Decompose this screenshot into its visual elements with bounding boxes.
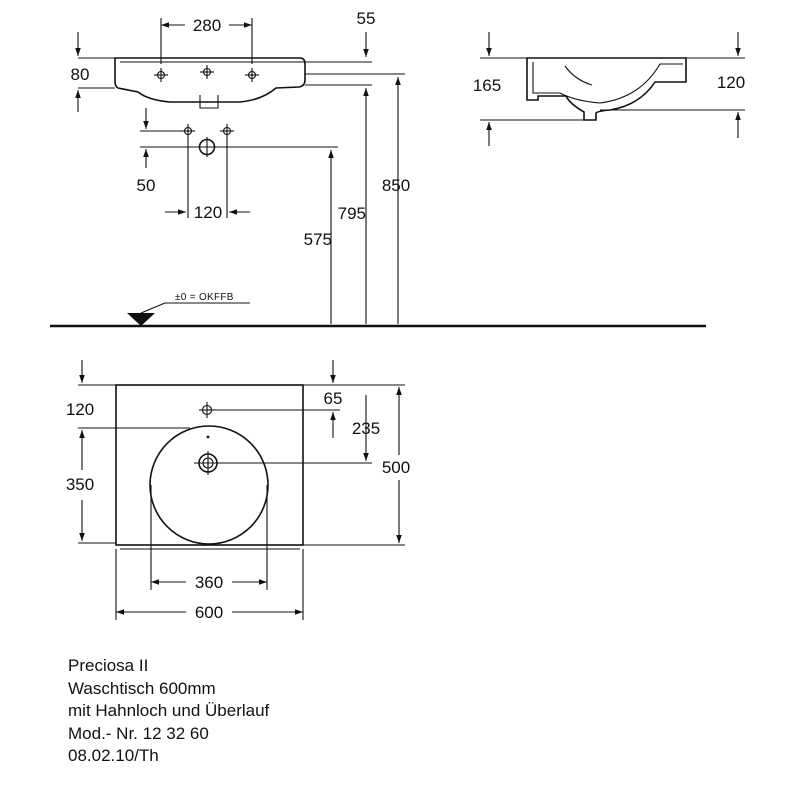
dim-taphole-side-offset: 65 bbox=[215, 360, 342, 438]
dim-label-795: 795 bbox=[338, 204, 366, 223]
dim-drain-offset: 50 bbox=[137, 108, 198, 195]
caption-product-name: Preciosa II bbox=[68, 656, 149, 675]
dim-label-120-plan: 120 bbox=[66, 400, 94, 419]
front-elevation-view: 280 55 80 50 120 bbox=[71, 9, 410, 324]
dim-label-500: 500 bbox=[382, 458, 410, 477]
dim-label-50: 50 bbox=[137, 176, 156, 195]
dim-label-235: 235 bbox=[352, 419, 380, 438]
dim-label-120-side: 120 bbox=[717, 73, 745, 92]
dim-bowl-width: 360 bbox=[150, 485, 268, 592]
caption-features: mit Hahnloch und Überlauf bbox=[68, 701, 270, 720]
dim-top-edge-taphole: 120 bbox=[66, 360, 190, 429]
dim-label-165: 165 bbox=[473, 76, 501, 95]
caption-product-type: Waschtisch 600mm bbox=[68, 678, 216, 698]
dim-rim-height: 850 bbox=[305, 73, 410, 324]
dim-total-depth: 500 bbox=[303, 384, 410, 546]
supply-connections bbox=[181, 124, 234, 157]
drain-plan bbox=[194, 451, 222, 475]
dim-basin-height: 80 bbox=[71, 32, 115, 112]
floor-reference-label: ±0 = OKFFB bbox=[175, 292, 234, 303]
dim-label-280: 280 bbox=[193, 16, 221, 35]
caption-date: 08.02.10/Th bbox=[68, 746, 159, 765]
basin-side-outline bbox=[526, 57, 687, 121]
product-caption: Preciosa II Waschtisch 600mm mit Hahnloc… bbox=[68, 655, 269, 768]
dim-taphole-to-drain: 235 bbox=[222, 395, 380, 464]
dim-trap-height: 575 bbox=[216, 146, 338, 324]
basin-side-inner bbox=[532, 62, 683, 104]
dim-label-575: 575 bbox=[304, 230, 332, 249]
dim-overflow-offset: 55 bbox=[300, 9, 376, 63]
dim-label-350: 350 bbox=[66, 475, 94, 494]
dim-label-360: 360 bbox=[195, 573, 223, 592]
dim-label-80: 80 bbox=[71, 65, 90, 84]
dim-total-width: 600 bbox=[115, 549, 304, 622]
floor-level-marker bbox=[127, 313, 155, 326]
dim-trap-spacing: 120 bbox=[165, 138, 250, 222]
basin-top-outline bbox=[115, 384, 304, 546]
basin-side-curve bbox=[564, 65, 593, 86]
caption-model-number: Mod.- Nr. 12 32 60 bbox=[68, 723, 209, 743]
dim-label-65: 65 bbox=[324, 389, 343, 408]
tap-hole-plan bbox=[199, 402, 215, 418]
dim-side-basin-height: 120 bbox=[600, 32, 745, 138]
dim-faucet-spacing: 280 bbox=[160, 14, 253, 64]
drain-outlet bbox=[199, 95, 219, 109]
plan-view: 120 350 65 235 500 bbox=[66, 360, 410, 622]
dim-label-55: 55 bbox=[357, 9, 376, 28]
dim-label-120-trap: 120 bbox=[194, 203, 222, 222]
dim-label-850: 850 bbox=[382, 176, 410, 195]
dim-drain-height: 795 bbox=[305, 84, 372, 324]
floor-reference: ±0 = OKFFB bbox=[50, 292, 706, 328]
basin-front-outline bbox=[114, 57, 306, 103]
side-elevation-view: 165 120 bbox=[473, 32, 745, 146]
dim-side-total-height: 165 bbox=[473, 32, 585, 146]
dim-bowl-depth: 350 bbox=[66, 430, 116, 544]
tap-holes-front bbox=[154, 65, 259, 82]
bowl-outline bbox=[149, 425, 269, 545]
dim-label-600: 600 bbox=[195, 603, 223, 622]
